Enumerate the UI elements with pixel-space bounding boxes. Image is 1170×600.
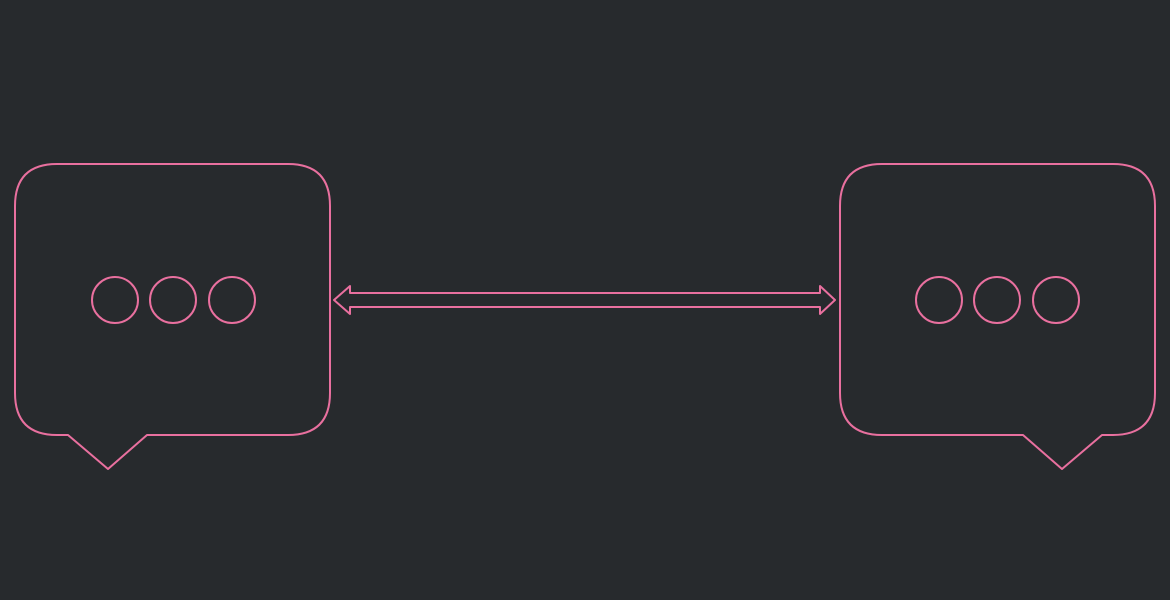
left-typing-dot-3: [208, 276, 256, 324]
right-typing-dot-2: [973, 276, 1021, 324]
left-typing-dot-2: [149, 276, 197, 324]
right-typing-dot-3: [1032, 276, 1080, 324]
left-bubble-outline: [14, 163, 331, 470]
double-headed-arrow-icon: [333, 285, 836, 315]
connector-arrow-outline: [333, 285, 836, 315]
left-typing-dot-1: [91, 276, 139, 324]
right-speech-bubble-icon: [839, 163, 1156, 470]
right-bubble-outline: [839, 163, 1156, 470]
left-speech-bubble-icon: [14, 163, 331, 470]
right-typing-dot-1: [915, 276, 963, 324]
